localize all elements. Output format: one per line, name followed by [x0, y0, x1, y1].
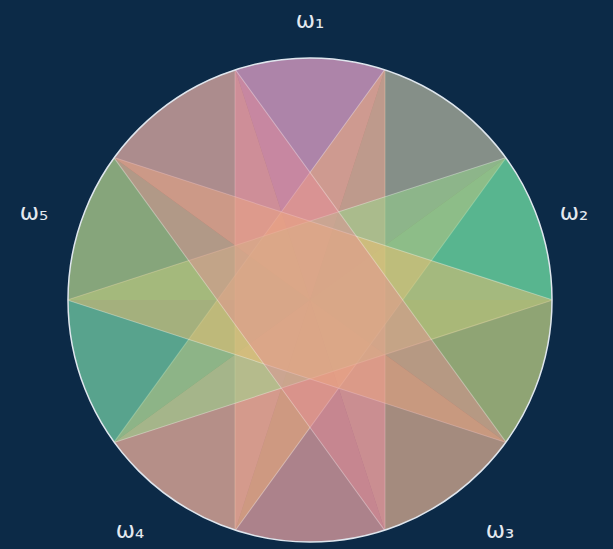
- weight-label: ω₂: [560, 201, 588, 224]
- circle-outline: [68, 58, 552, 542]
- band: [96, 46, 523, 549]
- weight-label: ω₅: [20, 201, 48, 224]
- weight-label: ω₁: [296, 9, 324, 32]
- weight-label: ω₃: [486, 519, 514, 542]
- weight-label: ω₄: [116, 519, 144, 542]
- overlapping-bands: [40, 40, 581, 549]
